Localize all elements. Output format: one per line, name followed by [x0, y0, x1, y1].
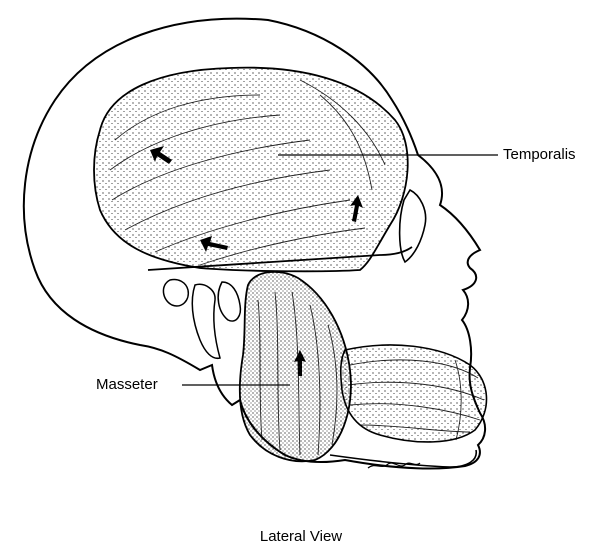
temporalis-label: Temporalis — [503, 146, 576, 163]
mandible-outline — [330, 450, 476, 467]
mastoid-process — [163, 279, 188, 305]
masseter-label: Masseter — [96, 376, 158, 393]
condyle — [218, 282, 240, 321]
figure-caption: Lateral View — [0, 528, 602, 545]
styloid-process — [192, 284, 220, 358]
temporalis-muscle — [94, 68, 408, 272]
buccinator-muscle — [341, 345, 487, 442]
